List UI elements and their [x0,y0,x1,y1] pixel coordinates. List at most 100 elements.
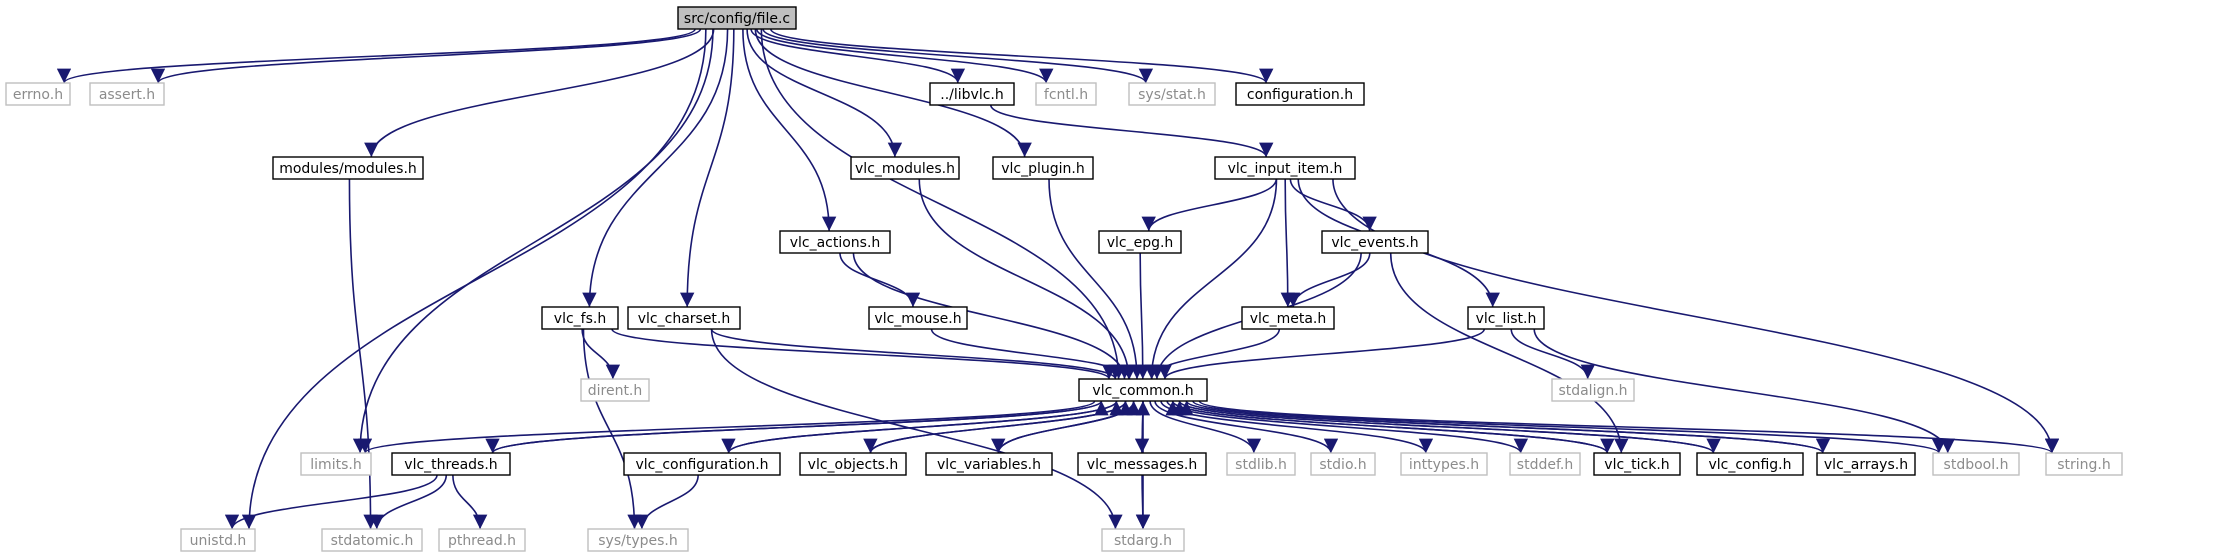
node-box [5,82,71,106]
edge-vlc_fs_h-to-systypes_h [582,328,642,530]
edge-file_c-to-vlc_modules_h [746,28,903,158]
edge-vlc_variables_h-to-vlc_common_h [997,400,1141,454]
node-label: vlc_tick.h [1604,457,1669,473]
node-stdbool-h: stdbool.h [1932,452,2020,476]
node-label: fcntl.h [1044,87,1088,103]
node-vlc-actions-h[interactable]: vlc_actions.h [779,230,891,254]
node-vlc-tick-h[interactable]: vlc_tick.h [1593,452,1681,476]
node-label: vlc_list.h [1476,311,1537,327]
edge-vlc_common_h-to-string_h [1198,400,2059,454]
node-label: pthread.h [448,533,516,549]
node-box [799,452,907,476]
node-box [1226,452,1296,476]
node-box [925,452,1053,476]
node-stddef-h: stddef.h [1509,452,1581,476]
edge-vlc_plugin_h-to-vlc_common_h [1048,178,1145,380]
node-vlc-events-h[interactable]: vlc_events.h [1321,230,1429,254]
node-label: vlc_variables.h [937,457,1041,473]
node-box [1816,452,1916,476]
edge-file_c-to-unistd_h [241,28,707,530]
node-vlc-common-h[interactable]: vlc_common.h [1078,378,1208,402]
node-label: stddef.h [1517,457,1573,473]
node-modules-h[interactable]: modules/modules.h [272,156,424,180]
node-assert-h: assert.h [89,82,165,106]
node-box [992,156,1094,180]
edge-file_c-to-vlc_plugin_h [754,28,1032,158]
node-errno-h: errno.h [5,82,71,106]
node-vlc-mouse-h[interactable]: vlc_mouse.h [868,306,968,330]
node-box [1128,82,1216,106]
node-box [1214,156,1356,180]
edge-vlc_list_h-to-vlc_common_h [1157,328,1486,380]
node-pthread-h: pthread.h [438,528,526,552]
node-label: unistd.h [190,533,247,549]
node-stdatomic-h: stdatomic.h [321,528,423,552]
node-vlc-objects-h[interactable]: vlc_objects.h [799,452,907,476]
node-box [272,156,424,180]
node-stdio-h: stdio.h [1310,452,1376,476]
edge-vlc_threads_h-to-unistd_h [224,474,438,530]
node-libvlc-h[interactable]: ../libvlc.h [929,82,1015,106]
node-box [1310,452,1376,476]
edge-file_c-to-assert_h [151,28,702,84]
node-box [1551,378,1635,402]
edge-vlc_meta_h-to-vlc_common_h [1144,328,1281,380]
edge-vlc_list_h-to-stdalign_h [1510,328,1595,380]
edge-file_c-to-vlc_common_h [760,28,1126,380]
edge-vlc_input_item_h-to-string_h [1332,178,2060,454]
node-box [1035,82,1097,106]
edge-file_c-to-limits_h [352,28,714,454]
node-box [1078,378,1208,402]
edge-file_c-to-vlc_fs_h [582,28,729,308]
node-label: vlc_threads.h [404,457,497,473]
node-label: src/config/file.c [684,11,790,27]
node-dirent-h: dirent.h [580,378,650,402]
node-box [1400,452,1488,476]
node-label: stdbool.h [1944,457,2009,473]
node-label: stdatomic.h [331,533,414,549]
node-box [1696,452,1804,476]
node-box [627,306,741,330]
node-sysstat-h: sys/stat.h [1128,82,1216,106]
edge-vlc_events_h-to-vlc_tick_h [1389,252,1629,454]
node-label: vlc_events.h [1331,235,1418,251]
edge-vlc_arrays_h-to-vlc_common_h [1179,400,1824,454]
node-configuration-h[interactable]: configuration.h [1235,82,1365,106]
edge-vlc_input_item_h-to-vlc_meta_h [1280,178,1296,308]
edge-vlc_modules_h-to-vlc_common_h [918,178,1136,380]
edge-vlc_input_item_h-to-vlc_common_h [1144,178,1278,380]
node-vlc-modules-h[interactable]: vlc_modules.h [850,156,960,180]
node-vlc-epg-h[interactable]: vlc_epg.h [1098,230,1182,254]
node-vlc-configuration-h[interactable]: vlc_configuration.h [623,452,781,476]
node-vlc-variables-h[interactable]: vlc_variables.h [925,452,1053,476]
node-file-c[interactable]: src/config/file.c [677,6,797,30]
node-string-h: string.h [2045,452,2123,476]
node-vlc-charset-h[interactable]: vlc_charset.h [627,306,741,330]
node-label: errno.h [13,87,63,103]
graph-nodes: src/config/file.c errno.h assert.h ../libvl… [5,6,2123,552]
node-vlc-meta-h[interactable]: vlc_meta.h [1241,306,1335,330]
edge-file_c-to-errno_h [57,28,696,84]
edge-vlc_threads_h-to-pthread_h [452,474,488,530]
node-label: vlc_objects.h [808,457,899,473]
node-vlc-plugin-h[interactable]: vlc_plugin.h [992,156,1094,180]
edge-vlc_messages_h-to-vlc_common_h [1135,400,1151,454]
node-label: vlc_messages.h [1087,457,1197,473]
node-vlc-messages-h[interactable]: vlc_messages.h [1077,452,1207,476]
node-vlc-list-h[interactable]: vlc_list.h [1467,306,1545,330]
edge-vlc_fs_h-to-vlc_common_h [611,328,1117,380]
edge-vlc_events_h-to-vlc_meta_h [1286,252,1371,308]
node-vlc-input-item-h[interactable]: vlc_input_item.h [1214,156,1356,180]
node-label: string.h [2057,457,2111,473]
node-vlc-fs-h[interactable]: vlc_fs.h [541,306,619,330]
node-vlc-config-h[interactable]: vlc_config.h [1696,452,1804,476]
node-vlc-arrays-h[interactable]: vlc_arrays.h [1816,452,1916,476]
node-box [1509,452,1581,476]
node-fcntl-h: fcntl.h [1035,82,1097,106]
edge-vlc_epg_h-to-vlc_common_h [1135,252,1151,380]
node-label: assert.h [99,87,155,103]
node-vlc-threads-h[interactable]: vlc_threads.h [391,452,511,476]
node-box [929,82,1015,106]
node-box [1077,452,1207,476]
